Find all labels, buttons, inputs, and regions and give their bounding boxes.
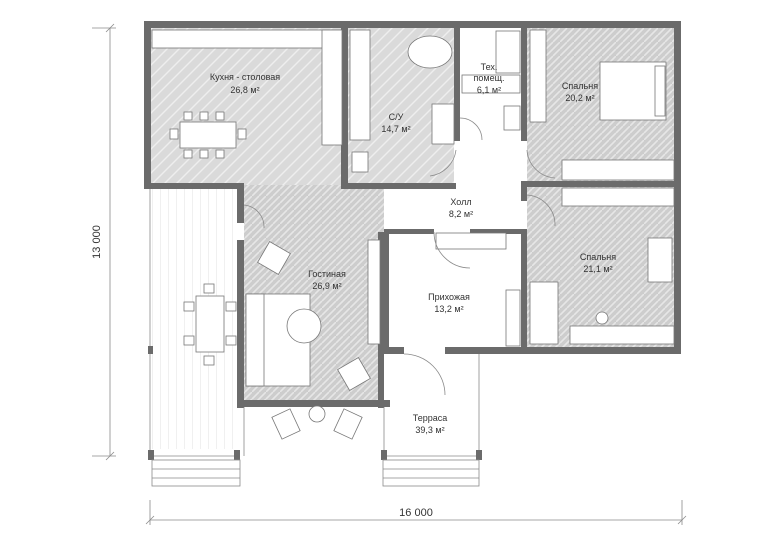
bed-2 [647,237,673,283]
room-name-terrace: Терраса [413,413,448,423]
room-area-entry: 13,2 м² [434,304,463,314]
wall-bath-tech [454,21,460,141]
wall-hall-bed [521,181,527,201]
wall-living-bottom [237,400,390,407]
wall-entry-bottom [384,347,404,354]
room-name-tech: Тех. [481,62,498,72]
wall-bottom-right [479,347,681,354]
dimension-height-label: 13 000 [91,225,103,259]
wall-entry-bottom2 [445,347,485,354]
room-name-bathroom: С/У [389,112,404,122]
room-name-hall: Холл [450,197,471,207]
wall-tech-bed [521,21,527,141]
entry-floor [388,232,523,347]
wall-living-right [378,232,384,408]
wall-entry-top2 [470,229,527,234]
coffee-table [286,308,322,344]
room-name-bedroom2: Спальня [580,252,616,262]
wall-right [674,21,681,354]
wall-living-left [237,183,244,223]
room-name-living: Гостиная [308,269,346,279]
room-name-entry: Прихожая [428,292,470,302]
wall-entry-top [384,229,434,234]
wall-bath-bottom [341,183,456,189]
kitchen-counter-side [321,29,343,146]
wall-bed1-bottom [521,181,681,187]
wall-top [144,21,680,28]
wall-left-top [144,21,151,189]
room-name-bedroom1: Спальня [562,81,598,91]
wall-entry-left [384,232,389,354]
room-area-bathroom: 14,7 м² [381,124,410,134]
room-area-hall: 8,2 м² [449,209,473,219]
bathtub [407,35,453,69]
kitchen-counter [151,29,343,49]
dining-table [179,121,237,149]
wall-kitchen-bath [341,21,348,189]
dimension-width: 16 000 [145,500,687,525]
kitchen-floor [150,27,344,185]
room-area-kitchen: 26,8 м² [230,85,259,95]
terrace-table [195,295,225,353]
terrace-deck [150,189,238,449]
room-area-bedroom1: 20,2 м² [565,93,594,103]
hall-floor [384,185,527,230]
wall-entry-right [521,229,527,354]
dimension-width-label: 16 000 [399,507,433,519]
room-area-tech: 6,1 м² [477,85,501,95]
dimension-height: 13 000 [91,23,116,461]
room-name2-tech: помещ. [474,73,505,83]
room-area-terrace: 39,3 м² [415,425,444,435]
room-area-living: 26,9 м² [312,281,341,291]
wall-living-left-lower [237,240,244,408]
room-name-kitchen: Кухня - столовая [210,72,280,82]
wall-kitchen-bottom [144,183,244,189]
room-area-bedroom2: 21,1 м² [583,264,612,274]
